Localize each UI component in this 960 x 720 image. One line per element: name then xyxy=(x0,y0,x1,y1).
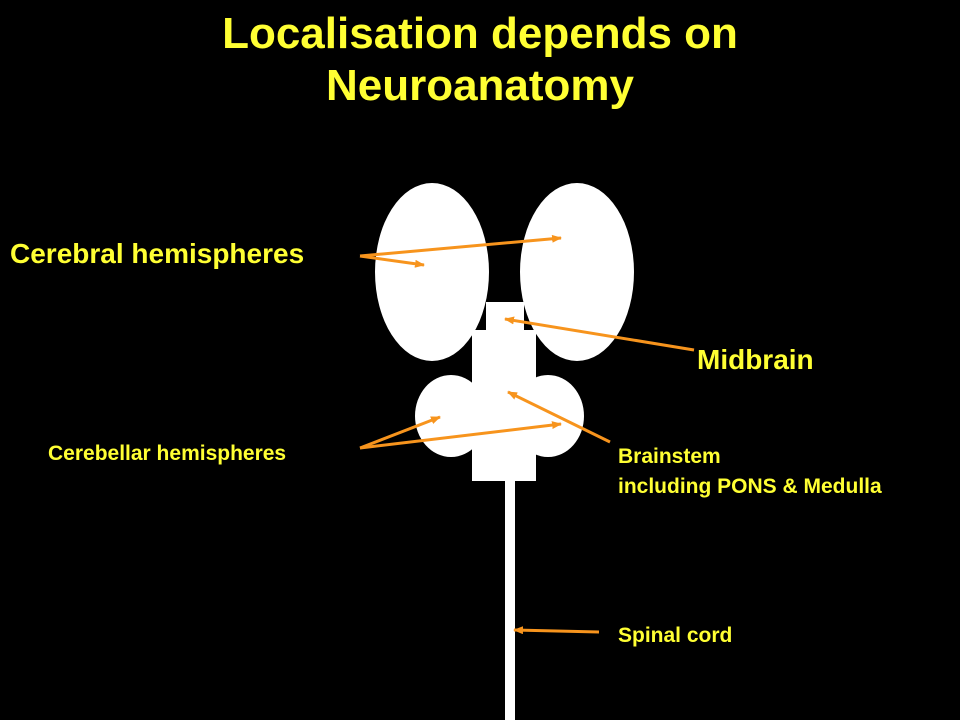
label-brainstem-line-1: Brainstem xyxy=(618,445,721,468)
arrow-spinal-cord xyxy=(513,626,600,635)
label-brainstem-line-2: including PONS & Medulla xyxy=(618,475,882,498)
label-cerebral-hemispheres: Cerebral hemispheres xyxy=(10,238,305,269)
brainstem-shape xyxy=(472,330,536,481)
title-line-1: Localisation depends on xyxy=(222,9,738,58)
arrow-cerebellar-left xyxy=(359,415,441,450)
label-cerebellar-hemispheres: Cerebellar hemispheres xyxy=(48,442,287,465)
arrow-cerebellar-right xyxy=(359,421,562,450)
arrow-cerebral-left xyxy=(359,254,425,268)
label-brainstem: Brainstem including PONS & Medulla xyxy=(618,442,882,502)
slide-title: Localisation depends on Neuroanatomy xyxy=(0,8,960,112)
spinal-cord-shape xyxy=(505,478,515,720)
label-spinal-cord: Spinal cord xyxy=(618,624,733,647)
arrow-midbrain xyxy=(504,316,695,352)
left-cerebellar-hemisphere xyxy=(415,375,487,457)
label-midbrain: Midbrain xyxy=(697,344,814,375)
title-line-2: Neuroanatomy xyxy=(325,61,635,110)
arrow-brainstem xyxy=(507,390,611,444)
left-cerebral-hemisphere xyxy=(375,183,489,361)
arrow-cerebral-right xyxy=(359,234,562,258)
right-cerebral-hemisphere xyxy=(520,183,634,361)
